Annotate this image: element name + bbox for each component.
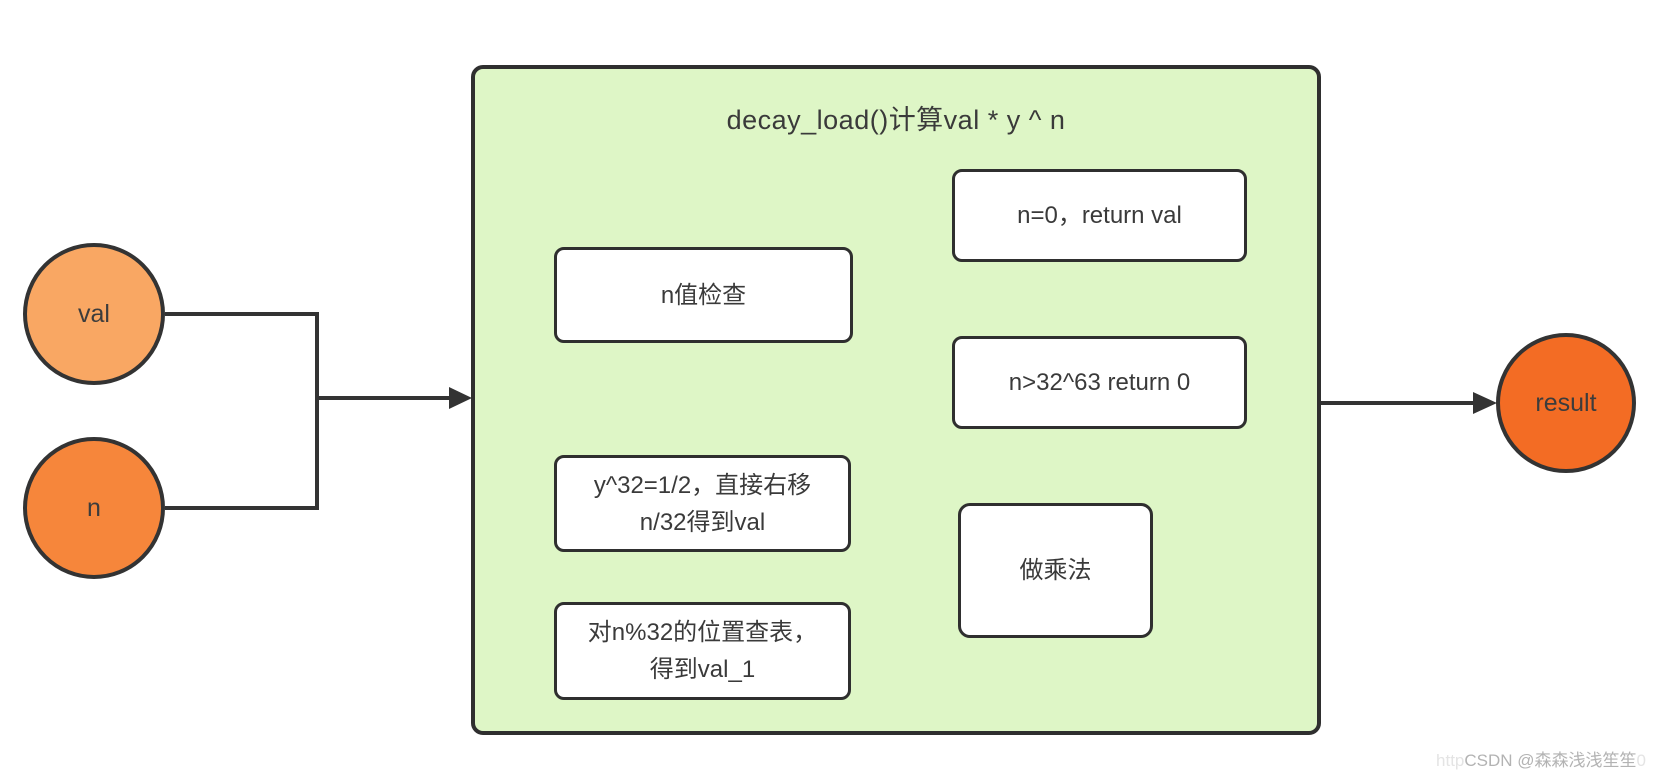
group-title: decay_load()计算val * y ^ n (726, 105, 1066, 135)
node-result-label: result (1535, 388, 1597, 417)
node-shift-right: y^32=1/2，直接右移 n/32得到val (554, 455, 851, 552)
connector-val-n-merge (165, 312, 319, 510)
node-result: result (1496, 333, 1636, 473)
arrowhead-into-group (449, 387, 472, 409)
arrowhead-into-result (1473, 392, 1497, 414)
watermark: httpCSDN @森森浅浅笙笙0 (1436, 746, 1646, 771)
node-n-check: n值检查 (554, 247, 853, 343)
node-table-lookup: 对n%32的位置查表， 得到val_1 (554, 602, 851, 700)
node-case-n-zero: n=0，return val (952, 169, 1247, 262)
node-n-label: n (87, 493, 101, 522)
node-val: val (23, 243, 165, 385)
watermark-text: CSDN @森森浅浅笙笙 (1464, 751, 1637, 770)
node-n: n (23, 437, 165, 579)
node-val-label: val (78, 299, 110, 328)
node-case-n-large: n>32^63 return 0 (952, 336, 1247, 429)
watermark-prefix: http (1436, 751, 1465, 770)
node-multiply: 做乘法 (958, 503, 1153, 638)
watermark-suffix: 0 (1636, 751, 1646, 770)
